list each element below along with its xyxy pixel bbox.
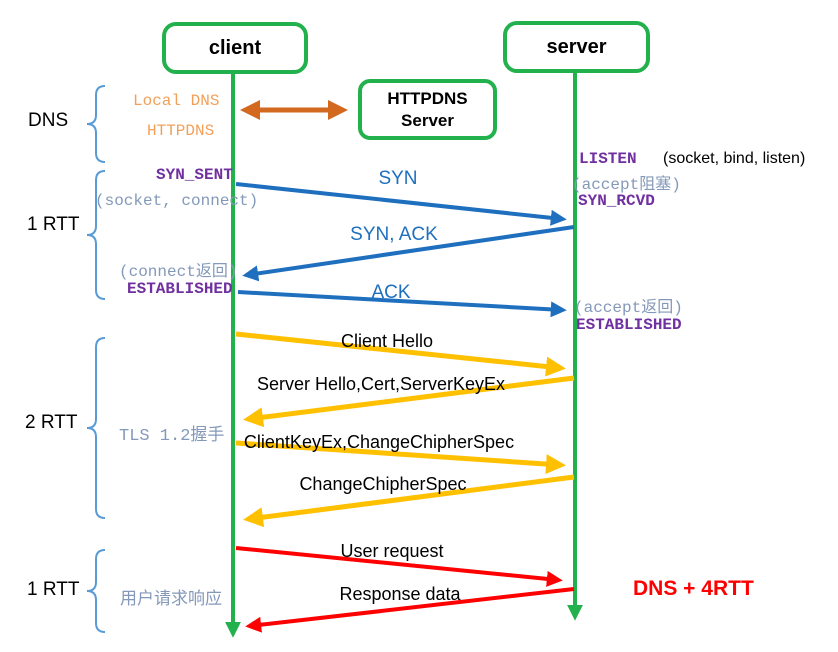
tls-section-brace xyxy=(86,337,106,519)
user-request-response-annotation: 用户请求响应 xyxy=(120,591,222,610)
server-state-syn-rcvd: SYN_RCVD xyxy=(578,192,655,210)
dns-section-brace xyxy=(86,85,106,163)
server-socket-bind-listen-annotation: (socket, bind, listen) xyxy=(663,150,806,167)
httpdns-server-label-line2: Server xyxy=(401,110,454,130)
client-hello-arrow xyxy=(235,331,566,377)
client-keyex-arrow xyxy=(235,440,566,475)
tcp-section-label: 1 RTT xyxy=(27,214,80,235)
client-state-established: ESTABLISHED xyxy=(127,280,233,298)
response-data-arrow xyxy=(245,587,575,633)
httpdns-server-box: HTTPDNS Server xyxy=(358,79,497,140)
client-actor-box: client xyxy=(162,22,308,74)
client-connect-return-annotation: (connect返回) xyxy=(119,263,238,281)
tls-section-label: 2 RTT xyxy=(25,412,78,433)
syn-message-label: SYN xyxy=(378,168,418,189)
change-cipher-label: ChangeChipherSpec xyxy=(299,474,467,494)
response-data-label: Response data xyxy=(339,584,461,604)
httpdns-server-label-line1: HTTPDNS xyxy=(387,89,468,109)
client-keyex-label: ClientKeyEx,ChangeChipherSpec xyxy=(243,432,515,452)
client-actor-label: client xyxy=(208,36,262,59)
local-dns-annotation: Local DNS xyxy=(133,92,220,110)
user-request-label: User request xyxy=(340,541,444,561)
server-accept-block-annotation: (accept阻塞) xyxy=(572,176,681,194)
httpdns-annotation: HTTPDNS xyxy=(147,122,215,140)
ack-message-label: ACK xyxy=(371,282,411,303)
dns-section-label: DNS xyxy=(28,110,69,131)
server-hello-label: Server Hello,Cert,ServerKeyEx xyxy=(256,374,506,394)
client-socket-connect-annotation: (socket, connect) xyxy=(95,192,259,210)
server-actor-label: server xyxy=(546,35,607,58)
change-cipher-arrow xyxy=(243,474,575,528)
server-actor-box: server xyxy=(503,21,650,73)
user-request-arrow xyxy=(235,546,563,587)
server-hello-arrow xyxy=(243,375,575,428)
total-rtt-summary: DNS + 4RTT xyxy=(633,577,754,600)
http-section-brace xyxy=(86,549,106,633)
client-state-syn-sent: SYN_SENT xyxy=(156,166,233,184)
server-state-established: ESTABLISHED xyxy=(576,316,682,334)
tls-handshake-annotation: TLS 1.2握手 xyxy=(119,427,225,446)
syn-ack-message-label: SYN, ACK xyxy=(350,224,438,245)
tcp-section-brace xyxy=(86,170,106,300)
ack-arrow xyxy=(237,290,567,318)
http-section-label: 1 RTT xyxy=(27,579,80,600)
syn-ack-arrow xyxy=(242,225,575,282)
syn-arrow xyxy=(235,182,567,226)
server-state-listen: LISTEN xyxy=(579,150,637,168)
server-accept-return-annotation: (accept返回) xyxy=(574,299,683,317)
client-hello-label: Client Hello xyxy=(340,331,434,351)
